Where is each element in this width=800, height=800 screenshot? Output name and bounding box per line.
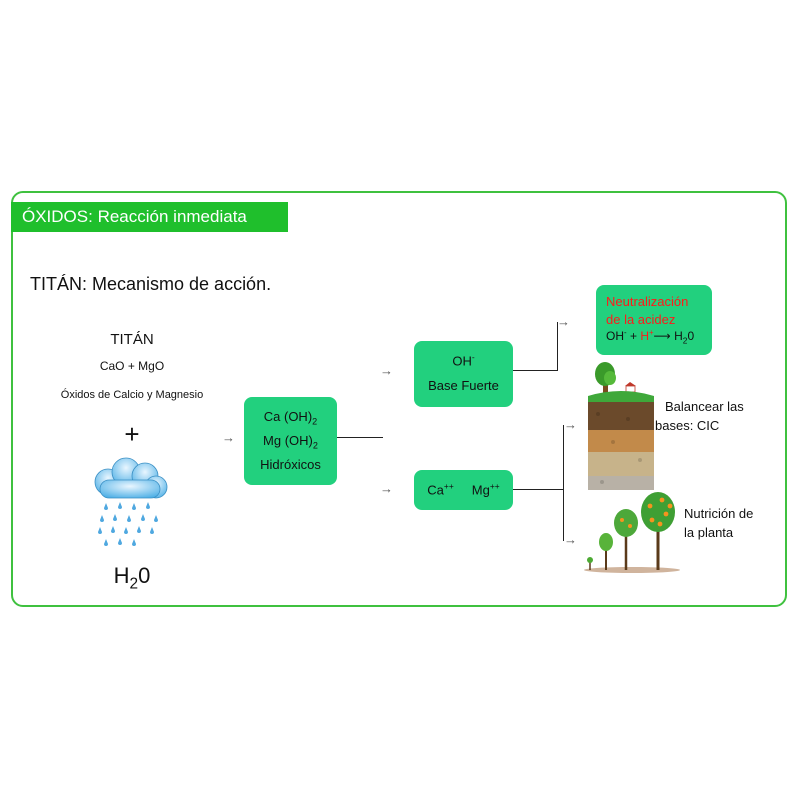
- neutralization-title-2: de la acidez: [606, 311, 676, 327]
- base-connector-vertical: [557, 322, 558, 371]
- hydroxide-ion: OH-: [452, 352, 475, 369]
- product-name: TITÁN: [110, 331, 154, 348]
- magnesium-hydroxide: Mg (OH)2: [263, 432, 318, 451]
- arrow-to-hydroxides: →: [222, 430, 235, 445]
- rain-cloud-icon: [94, 457, 168, 546]
- arrow-to-soil: →: [564, 417, 577, 432]
- hydroxides-box: Ca (OH)2 Mg (OH)2 Hidróxicos: [244, 397, 337, 485]
- diagram-frame: [11, 191, 787, 607]
- strong-base-label: Base Fuerte: [428, 378, 499, 394]
- growing-trees-icon: [584, 492, 680, 573]
- arrow-to-base: →: [380, 363, 393, 378]
- water-subscript: 2: [129, 575, 139, 593]
- base-connector: [513, 370, 558, 371]
- water-symbol: H: [113, 563, 130, 588]
- soil-layers-icon: [588, 362, 654, 490]
- calcium-ion: Ca++: [427, 480, 454, 498]
- calcium-hydroxide: Ca (OH)2: [263, 408, 318, 427]
- water-rest: 0: [138, 563, 151, 588]
- arrow-to-plants: →: [564, 532, 577, 547]
- nutrition-label: Nutrición de la planta: [684, 506, 754, 540]
- oxide-formula: CaO + MgO: [99, 359, 165, 373]
- cations-connector-vertical: [563, 425, 564, 541]
- hydroxides-connector: [337, 437, 383, 438]
- cations-connector: [513, 489, 563, 490]
- neutralization-equation: OH- + H+⟶ H20: [606, 328, 695, 346]
- plus-sign: +: [124, 419, 140, 449]
- header-banner: ÓXIDOS: Reacción inmediata: [11, 202, 288, 232]
- arrow-to-neutralization: →: [557, 314, 570, 329]
- oxide-description: Óxidos de Calcio y Magnesio: [60, 389, 204, 401]
- magnesium-ion: Mg++: [471, 480, 500, 498]
- arrow-to-cations: →: [380, 481, 393, 496]
- neutralization-title-1: Neutralización: [606, 294, 689, 310]
- page-subtitle: TITÁN: Mecanismo de acción.: [30, 274, 272, 294]
- cic-label: Balancear las bases: CIC: [655, 399, 744, 433]
- cations-box: Ca++ Mg++: [414, 470, 513, 510]
- water-formula: H20: [96, 563, 168, 593]
- hydroxides-label: Hidróxicos: [260, 457, 321, 472]
- strong-base-box: OH- Base Fuerte: [414, 341, 513, 407]
- neutralization-box: Neutralización de la acidez OH- + H+⟶ H2…: [596, 285, 712, 355]
